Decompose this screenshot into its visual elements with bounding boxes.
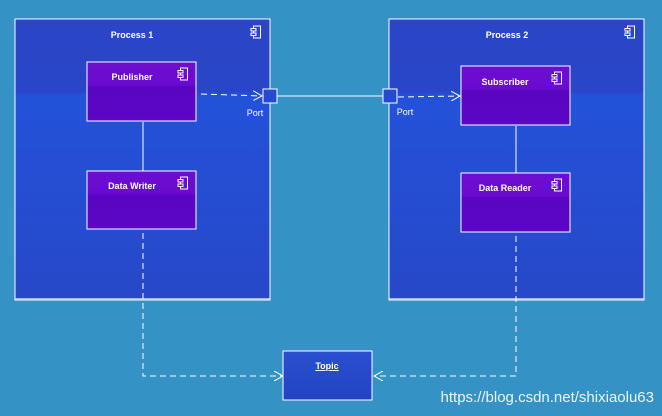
topic-node[interactable]: Topic <box>282 350 373 401</box>
component-icon <box>624 25 635 39</box>
port-right[interactable]: Port <box>382 88 414 117</box>
reader-to-topic-arrow <box>374 236 517 376</box>
publisher-to-port-arrow <box>200 94 262 96</box>
data-reader-label: Data Reader <box>479 183 532 193</box>
topic-label: Topic <box>315 361 338 371</box>
publisher-component[interactable]: Publisher <box>86 61 197 122</box>
component-icon <box>250 25 261 39</box>
publisher-label: Publisher <box>111 72 153 82</box>
component-icon <box>551 178 562 192</box>
process-2-title: Process 2 <box>486 30 529 40</box>
data-reader-component[interactable]: Data Reader <box>460 172 571 233</box>
data-writer-label: Data Writer <box>108 181 156 191</box>
watermark-text: https://blog.csdn.net/shixiaolu63 <box>440 389 654 406</box>
component-icon <box>551 71 562 85</box>
component-icon <box>177 176 188 190</box>
writer-to-topic-arrow <box>142 233 283 376</box>
subscriber-label: Subscriber <box>481 77 529 87</box>
process-1-title: Process 1 <box>111 30 154 40</box>
port-left-label: Port <box>247 108 264 118</box>
subscriber-component[interactable]: Subscriber <box>460 65 571 126</box>
port-to-subscriber-arrow <box>397 96 460 97</box>
port-right-label: Port <box>397 107 414 117</box>
component-icon <box>177 67 188 81</box>
data-writer-component[interactable]: Data Writer <box>86 170 197 230</box>
